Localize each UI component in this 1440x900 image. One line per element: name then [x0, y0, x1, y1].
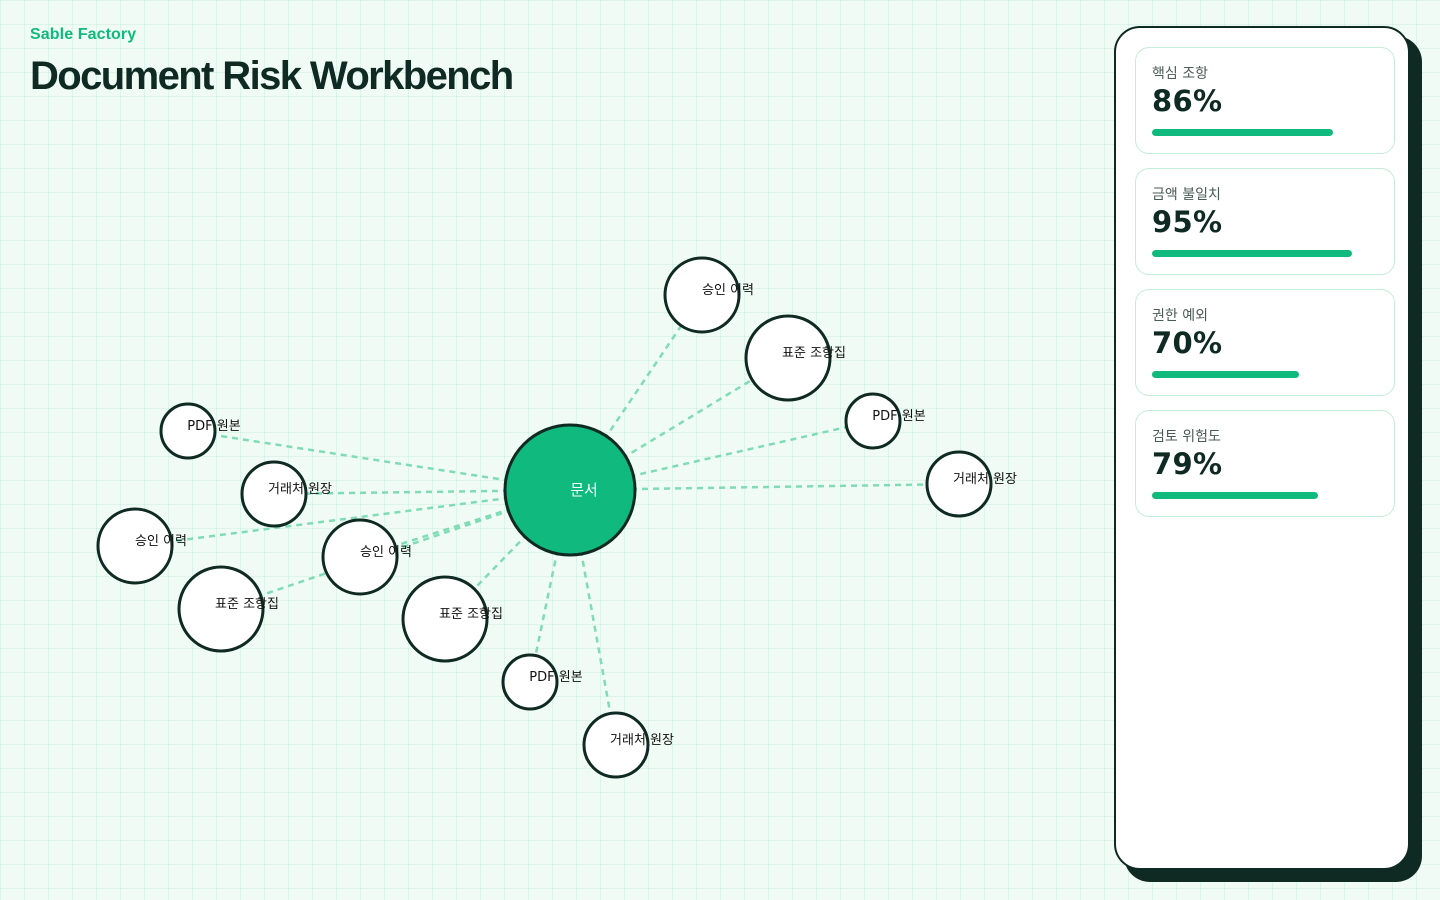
graph-node-8[interactable]: 표준 조항집: [401, 575, 503, 663]
graph-node-4[interactable]: 거래처 원장: [240, 460, 332, 528]
graph-edge: [471, 532, 529, 592]
metric-card-core-clauses[interactable]: 핵심 조항 86%: [1135, 47, 1395, 154]
graph-node-10[interactable]: 거래처 원장: [582, 711, 674, 779]
graph-node-5[interactable]: PDF 원본: [159, 402, 241, 460]
graph-node-label: 표준 조항집: [782, 346, 846, 361]
graph-node-label: 거래처 원장: [953, 472, 1017, 487]
graph-node-circle: [501, 653, 559, 711]
metric-label: 핵심 조항: [1152, 66, 1208, 82]
metric-label: 검토 위험도: [1152, 429, 1221, 445]
graph-node-label: 거래처 원장: [610, 733, 674, 748]
graph-edge: [630, 483, 930, 491]
graph-node-3[interactable]: 거래처 원장: [925, 450, 1017, 518]
graph-node-circle: [321, 518, 399, 596]
graph-node-1[interactable]: 표준 조항집: [744, 314, 846, 402]
metric-bar: [1152, 492, 1318, 499]
brand-name: Sable Factory: [30, 26, 137, 43]
metric-value: 79%: [1152, 447, 1223, 481]
graph-node-circle: [925, 450, 993, 518]
metric-value: 95%: [1152, 205, 1223, 239]
metric-card-review-risk[interactable]: 검토 위험도 79%: [1135, 410, 1395, 517]
metric-label: 권한 예외: [1152, 308, 1208, 324]
graph-node-circle: [582, 711, 650, 779]
center-node[interactable]: [503, 423, 637, 557]
graph-node-circle: [401, 575, 489, 663]
graph-edge: [303, 489, 510, 495]
graph-node-6[interactable]: 표준 조항집: [177, 565, 279, 653]
graph-edge: [629, 425, 849, 478]
metric-value: 70%: [1152, 326, 1223, 360]
metric-bar: [1152, 371, 1299, 378]
graph-node-circle: [177, 565, 265, 653]
graph-node-circle: [744, 314, 832, 402]
graph-node-circle: [663, 256, 741, 334]
graph-node-label: 승인 이력: [702, 283, 754, 298]
graph-node-circle: [844, 392, 902, 450]
metric-card-amount-mismatch[interactable]: 금액 불일치 95%: [1135, 168, 1395, 275]
metric-bar: [1152, 250, 1352, 257]
graph-node-11[interactable]: PDF 원본: [501, 653, 583, 711]
graph-node-label: PDF 원본: [872, 409, 925, 424]
metric-bar: [1152, 129, 1333, 136]
graph-node-9[interactable]: 승인 이력: [321, 518, 412, 596]
graph-edge: [392, 507, 513, 548]
graph-node-label: 거래처 원장: [268, 482, 332, 497]
graph-edge: [603, 323, 684, 441]
graph-edge: [169, 496, 510, 543]
metric-value: 86%: [1152, 84, 1223, 118]
graph-node-circle: [159, 402, 217, 460]
graph-edge: [579, 549, 612, 716]
graph-node-label: PDF 원본: [529, 670, 582, 685]
graph-edge: [533, 549, 559, 658]
graph-node-circle: [96, 507, 174, 585]
graph-node-label: 표준 조항집: [439, 607, 503, 622]
metrics-panel: 핵심 조항 86% 금액 불일치 95% 권한 예외 70% 검토 위험도 79…: [1114, 26, 1410, 870]
graph-node-circle: [240, 460, 308, 528]
page-title: Document Risk Workbench: [30, 54, 514, 98]
graph-node-label: 승인 이력: [360, 545, 412, 560]
graph-edge: [621, 377, 755, 460]
metric-card-permission-exception[interactable]: 권한 예외 70%: [1135, 289, 1395, 396]
metric-label: 금액 불일치: [1152, 187, 1221, 203]
center-node-label: 문서: [570, 481, 598, 499]
graph-node-0[interactable]: 승인 이력: [663, 256, 754, 334]
graph-node-label: 승인 이력: [135, 534, 187, 549]
graph-node-7[interactable]: 승인 이력: [96, 507, 187, 585]
graph-node-label: 표준 조항집: [215, 597, 279, 612]
graph-node-label: PDF 원본: [187, 419, 240, 434]
center-node-group: 문서: [503, 423, 637, 557]
graph-node-2[interactable]: PDF 원본: [844, 392, 926, 450]
